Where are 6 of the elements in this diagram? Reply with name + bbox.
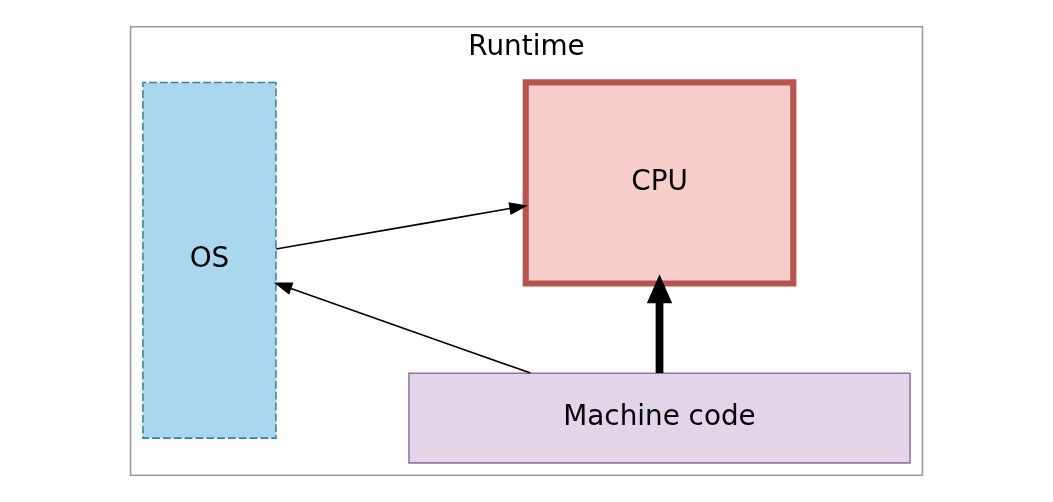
arrow: [275, 202, 528, 250]
node-box: OS: [142, 81, 277, 439]
arrow: [646, 274, 673, 374]
node-box: Machine code: [408, 372, 911, 464]
arrow: [273, 282, 532, 374]
node-box: CPU: [522, 79, 797, 287]
